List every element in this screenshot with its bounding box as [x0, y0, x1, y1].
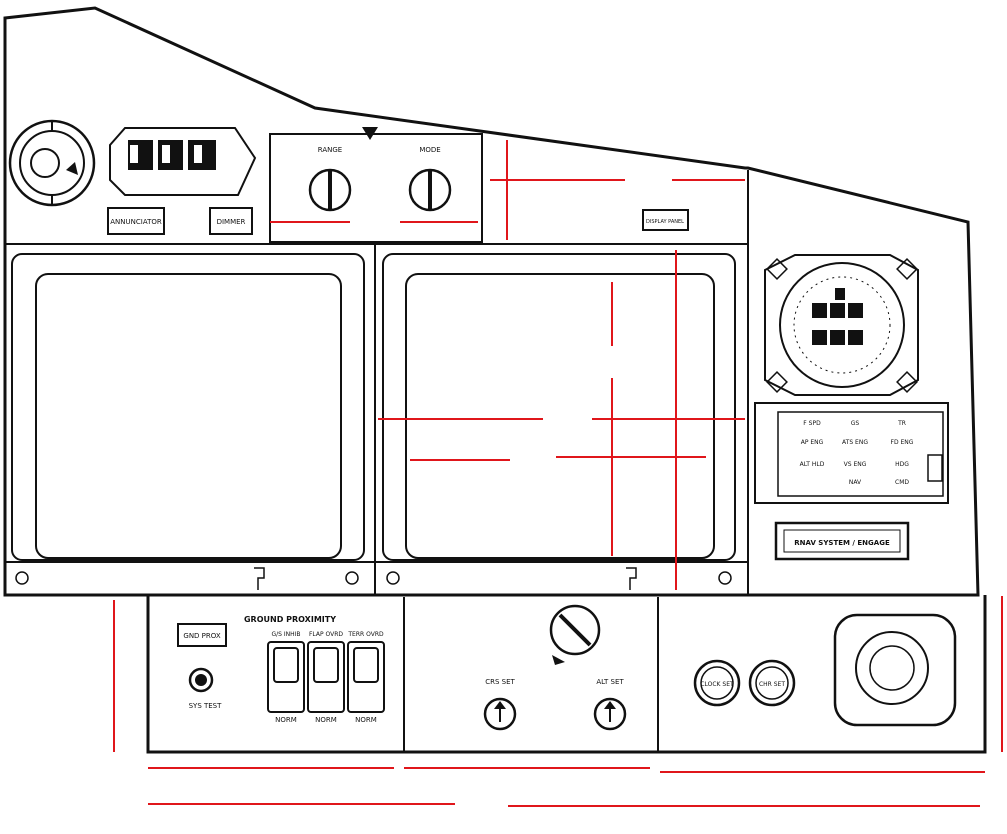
- gs-inhib-switch[interactable]: [267, 641, 305, 713]
- alt-set-knob[interactable]: [593, 697, 627, 731]
- status-cell: FD ENG: [891, 439, 914, 446]
- range-knob-label: RANGE: [318, 146, 342, 154]
- mode-knob-label: MODE: [419, 146, 440, 154]
- status-cell: F SPD: [803, 420, 821, 427]
- annunciator-button[interactable]: [107, 207, 165, 235]
- status-cell: CMD: [895, 479, 909, 486]
- dimmer-button-label: DIMMER: [217, 218, 246, 226]
- rnav-placard: RNAV SYSTEM / ENGAGE: [774, 521, 910, 561]
- flap-ovrd-switch[interactable]: [307, 641, 345, 713]
- switch-state: NORM: [315, 716, 337, 724]
- status-cell: ATS ENG: [842, 439, 868, 446]
- efis-control-panel: RANGE MODE: [269, 127, 483, 243]
- flap-ovrd-label: FLAP OVRD: [309, 631, 343, 638]
- dimmer-button[interactable]: [209, 207, 253, 235]
- alt-set-label: ALT SET: [596, 678, 624, 686]
- center-lower-panel: CRS SET ALT SET: [483, 604, 627, 731]
- clock-set-label: CLOCK SET: [700, 681, 734, 688]
- status-cell: TR: [897, 420, 906, 427]
- selector-knob[interactable]: [549, 604, 601, 656]
- ground-proximity-panel: GROUND PROXIMITY GND PROX SYS TEST G/S I…: [177, 615, 385, 724]
- switch-state: NORM: [355, 716, 377, 724]
- right-display: [382, 253, 736, 561]
- display-panel-button[interactable]: [642, 209, 689, 231]
- red-markup-lines: [113, 140, 1003, 807]
- annunciator-button-label: ANNUNCIATOR: [110, 218, 162, 226]
- left-display: [11, 253, 365, 561]
- status-cell: HDG: [895, 461, 909, 468]
- status-cell: NAV: [849, 479, 862, 486]
- crs-set-knob[interactable]: [483, 697, 517, 731]
- status-cell: GS: [851, 420, 860, 427]
- sys-test-button[interactable]: [188, 667, 214, 693]
- right-lower-panel: CLOCK SET CHR SET: [693, 613, 957, 727]
- status-annunciator-panel: F SPD GS TR AP ENG ATS ENG FD ENG ALT HL…: [754, 402, 949, 504]
- clock-display: [109, 127, 257, 196]
- lower-panel-outline: [146, 595, 987, 754]
- standby-compass: [8, 119, 96, 207]
- status-cell: VS ENG: [844, 461, 867, 468]
- rnav-placard-text: RNAV SYSTEM / ENGAGE: [794, 539, 890, 547]
- gs-inhib-label: G/S INHIB: [271, 631, 300, 638]
- sys-test-label: SYS TEST: [189, 702, 223, 710]
- screw: [15, 571, 29, 585]
- chr-set-label: CHR SET: [759, 681, 785, 688]
- screw: [386, 571, 400, 585]
- switch-state: NORM: [275, 716, 297, 724]
- latch: [254, 567, 265, 590]
- panel-outline: [3, 6, 980, 597]
- status-cell: ALT HLD: [800, 461, 825, 468]
- screw: [718, 571, 732, 585]
- crs-set-label: CRS SET: [485, 678, 515, 686]
- terr-ovrd-label: TERR OVRD: [347, 631, 384, 638]
- gnd-prox-button-label: GND PROX: [183, 632, 220, 640]
- standby-attitude-indicator: [764, 254, 919, 396]
- latch: [626, 567, 637, 590]
- gnd-prox-button[interactable]: [177, 623, 227, 647]
- screw: [345, 571, 359, 585]
- speaker-grille: [833, 613, 957, 727]
- left-upper-buttons: ANNUNCIATOR DIMMER: [107, 207, 253, 235]
- terr-ovrd-switch[interactable]: [347, 641, 385, 713]
- chr-set-button[interactable]: [748, 659, 796, 707]
- ground-proximity-title: GROUND PROXIMITY: [244, 615, 336, 624]
- clock-set-button[interactable]: [693, 659, 741, 707]
- status-cell: AP ENG: [801, 439, 824, 446]
- display-panel-button-label: DISPLAY PANEL: [646, 219, 684, 225]
